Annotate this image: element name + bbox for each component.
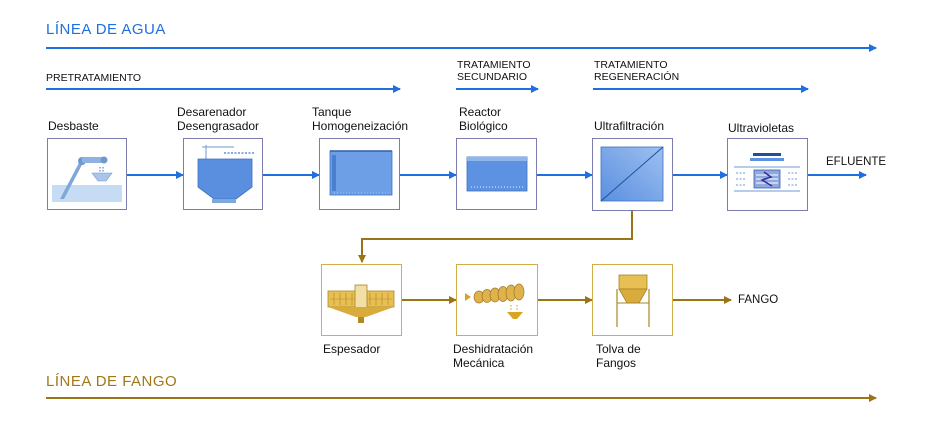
sludge-return-line (358, 211, 633, 263)
unit-label-thickener: Espesador (323, 342, 381, 356)
unit-label-bioreactor-line1: Reactor (459, 105, 502, 119)
stage-label-regeneration-line2: REGENERACIÓN (594, 71, 680, 83)
unit-label-grit-removal-line1: Desarenador (177, 105, 247, 119)
unit-label-dewatering: Deshidratación Mecánica (453, 342, 533, 370)
unit-label-homogenization-line1: Tanque (312, 105, 352, 119)
unit-label-dewatering-line1: Deshidratación (453, 342, 534, 356)
stage-label-pretreatment: PRETRATAMIENTO (46, 72, 142, 84)
unit-label-bioreactor-line2: Biológico (459, 119, 508, 133)
thickener-icon (321, 264, 402, 336)
biological-reactor-icon (456, 138, 537, 210)
screening-icon (47, 138, 127, 210)
stage-label-secondary: TRATAMIENTO SECUNDARIO (457, 59, 531, 83)
effluent-label: EFLUENTE (826, 156, 887, 168)
uv-disinfection-icon (727, 138, 808, 211)
sludge-line-title: LÍNEA DE FANGO (46, 373, 178, 390)
unit-label-ultrafiltration: Ultrafiltración (594, 119, 665, 133)
unit-label-hopper-line1: Tolva de (596, 342, 641, 356)
sludge-output-label: FANGO (738, 294, 779, 306)
ultrafiltration-icon (592, 138, 673, 211)
unit-label-hopper-line2: Fangos (596, 356, 637, 370)
stage-label-regeneration: TRATAMIENTO REGENERACIÓN (594, 59, 679, 83)
sludge-hopper-icon (592, 264, 673, 336)
unit-label-screening: Desbaste (48, 119, 99, 133)
unit-label-grit-removal-line2: Desengrasador (177, 119, 260, 133)
water-line-title: LÍNEA DE AGUA (46, 21, 166, 38)
unit-label-homogenization-line2: Homogeneización (312, 119, 409, 133)
grit-grease-removal-icon (183, 138, 263, 210)
unit-label-grit-removal: Desarenador Desengrasador (177, 105, 259, 133)
stage-label-secondary-line1: TRATAMIENTO (457, 59, 531, 71)
homogenization-tank-icon (319, 138, 400, 210)
stage-label-regeneration-line1: TRATAMIENTO (594, 59, 668, 71)
unit-label-bioreactor: Reactor Biológico (459, 105, 508, 133)
stage-label-secondary-line2: SECUNDARIO (457, 71, 528, 83)
unit-label-hopper: Tolva de Fangos (596, 342, 641, 370)
unit-label-uv: Ultravioletas (728, 121, 795, 135)
screw-press-icon (456, 264, 538, 336)
unit-label-dewatering-line2: Mecánica (453, 356, 505, 370)
unit-label-homogenization: Tanque Homogeneización (312, 105, 408, 133)
